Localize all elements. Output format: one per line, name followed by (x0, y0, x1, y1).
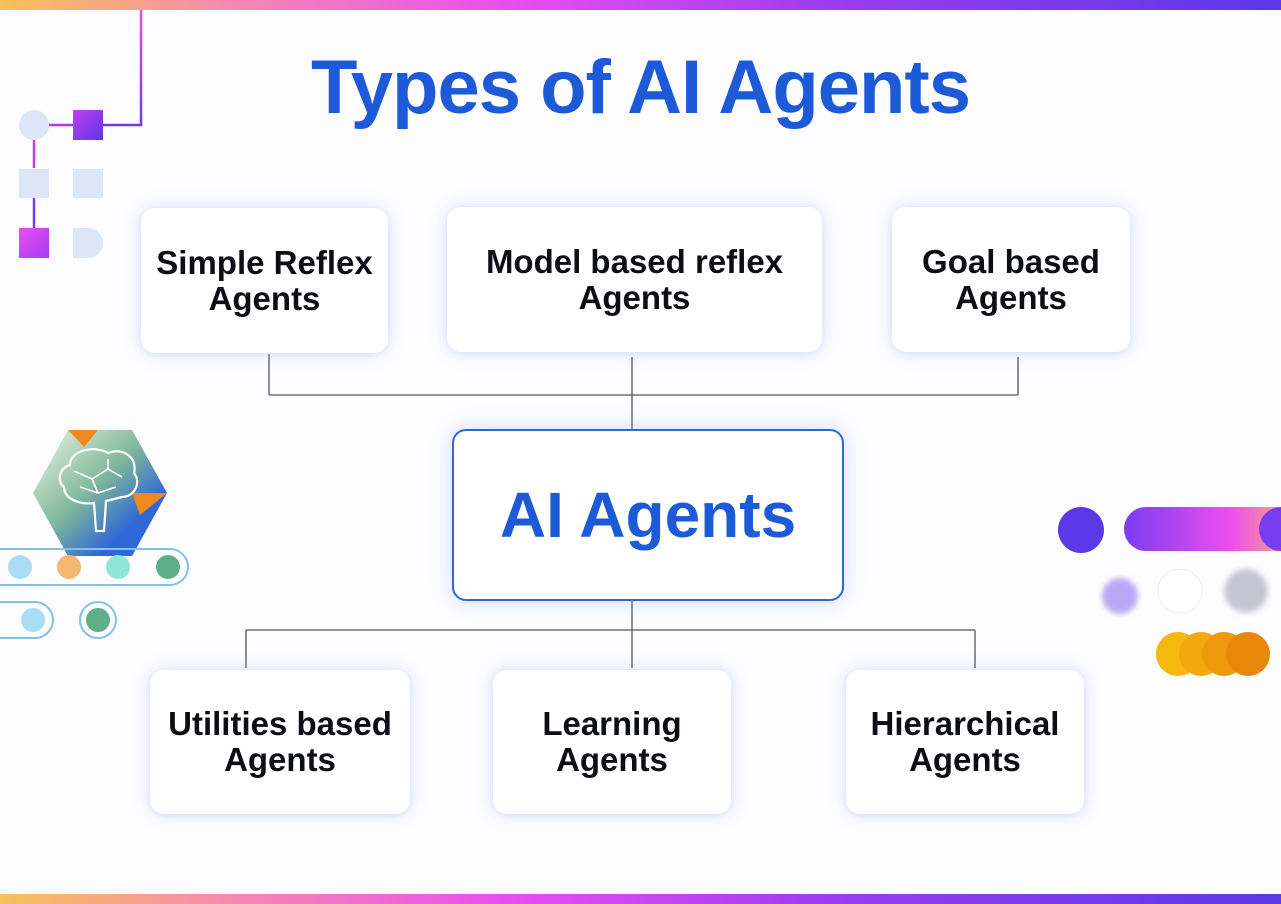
circuit-nodes-icon (19, 10, 143, 258)
card-learning-agents: Learning Agents (493, 670, 731, 814)
card-goal-based-agents: Goal based Agents (892, 207, 1130, 352)
card-label: Model based reflex Agents (485, 242, 784, 316)
card-model-based-reflex-agents: Model based reflex Agents (447, 207, 822, 352)
center-card-ai-agents: AI Agents (452, 429, 844, 601)
card-label: Simple Reflex Agents (156, 243, 373, 317)
page-title: Types of AI Agents (310, 45, 971, 130)
card-label: Utilities based Agents (168, 705, 392, 778)
brain-hexagon-icon (0, 430, 189, 639)
colored-dots-icon (1058, 507, 1281, 676)
bottom-gradient-stripe (0, 894, 1281, 904)
card-utilities-based-agents: Utilities based Agents (150, 670, 410, 814)
card-hierarchical-agents: Hierarchical Agents (846, 670, 1084, 814)
card-simple-reflex-agents: Simple Reflex Agents (141, 208, 388, 353)
card-label: Hierarchical Agents (870, 705, 1060, 778)
card-label: Goal based Agents (922, 242, 1100, 316)
center-label: AI Agents (499, 479, 797, 551)
top-gradient-stripe (0, 0, 1281, 10)
card-label: Learning Agents (542, 705, 682, 778)
